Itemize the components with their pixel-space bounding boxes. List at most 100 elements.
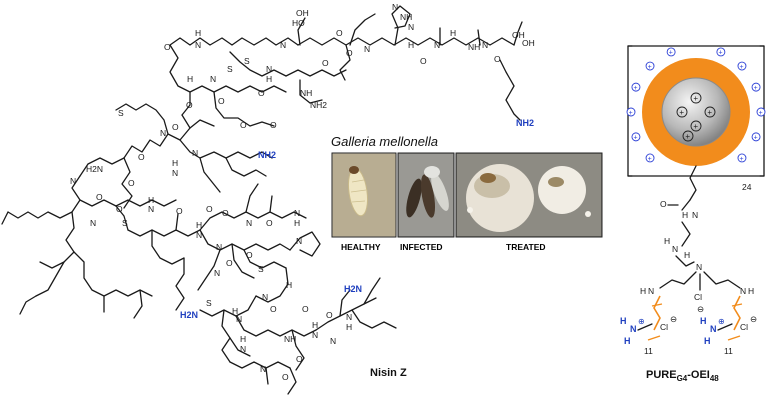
atom-label: N — [296, 236, 302, 246]
amine-label: H2N — [344, 284, 362, 294]
atom-label: N — [236, 314, 242, 324]
outer-charge-mark — [626, 107, 636, 117]
atom-label: H — [187, 74, 193, 84]
atom-label: NH2 — [310, 100, 327, 110]
nisin-name: Nisin Z — [370, 367, 407, 379]
atom-label: O — [138, 152, 145, 162]
amine-label: NH2 — [516, 118, 534, 128]
minus-sign: ⊖ — [670, 314, 677, 324]
atom-label: N — [330, 336, 336, 346]
inner-charge-sign: + — [707, 108, 712, 117]
atom-label: S — [206, 298, 212, 308]
atom-label: H — [195, 28, 201, 38]
np-atom: N — [740, 286, 746, 296]
atom-label: S — [258, 264, 264, 274]
atom-label: N — [192, 148, 198, 158]
np-atom: N — [692, 210, 698, 220]
photos-title: Galleria mellonella — [331, 134, 438, 149]
atom-label: H — [294, 218, 300, 228]
atom-label: N — [260, 364, 266, 374]
atom-label: N — [294, 208, 300, 218]
atom-label: O — [266, 218, 273, 228]
atom-label: NH — [300, 88, 312, 98]
inner-charge-sign: + — [693, 94, 698, 103]
atom-label: HO — [292, 18, 305, 28]
np-atom: H — [640, 286, 646, 296]
outer-charge-sign: + — [759, 110, 763, 117]
atom-label: O — [420, 56, 427, 66]
atom-label: O — [226, 258, 233, 268]
inner-charges: +++++ — [676, 92, 716, 142]
atom-label: O — [326, 310, 333, 320]
atom-label: N — [210, 74, 216, 84]
atom-label: H2N — [86, 164, 103, 174]
atom-label: N — [70, 176, 76, 186]
outer-charge-sign: + — [629, 110, 633, 117]
polymer-segment-right — [733, 295, 741, 331]
np-atom: N — [672, 244, 678, 254]
repeat-left: 11 — [644, 346, 653, 356]
nanoparticle-name: PUREG4-OEI48 — [646, 369, 719, 383]
outer-charge-sign: + — [754, 135, 758, 142]
core — [661, 77, 731, 147]
atom-label: N — [196, 230, 202, 240]
atom-label: O — [240, 120, 247, 130]
treated-cocoon — [466, 164, 534, 232]
atom-label: N — [346, 312, 352, 322]
label-treated: TREATED — [506, 242, 546, 252]
np-atom: H — [684, 250, 690, 260]
atom-label: N — [214, 268, 220, 278]
np-counterion: Cl — [694, 292, 702, 302]
atom-label: O — [346, 48, 353, 58]
plus-sign-right: ⊕ — [718, 317, 725, 326]
atom-label: O — [172, 122, 179, 132]
name-main: PURE — [646, 369, 677, 381]
atom-label: O — [258, 88, 265, 98]
atom-label: O — [206, 204, 213, 214]
atom-label: O — [282, 372, 289, 382]
np-atom: H — [664, 236, 670, 246]
inner-charge-sign: + — [685, 132, 690, 141]
atom-label: S — [244, 56, 250, 66]
atom-label: H — [240, 334, 246, 344]
atom-label: NH — [284, 334, 296, 344]
atom-label: N — [148, 204, 154, 214]
atom-label: N — [434, 40, 440, 50]
np-counterion-left: Cl — [660, 322, 668, 332]
atom-label: S — [118, 108, 124, 118]
np-atom: O — [660, 199, 667, 209]
atom-label: H — [286, 280, 292, 290]
outer-charge-mark — [666, 47, 676, 57]
atom-label: H — [346, 322, 352, 332]
atom-label: H — [172, 158, 178, 168]
atom-label: H — [266, 74, 272, 84]
atom-label: H — [232, 306, 238, 316]
atom-label: N — [240, 344, 246, 354]
outer-charge-sign: + — [740, 64, 744, 71]
atom-label: O — [494, 54, 501, 64]
atom-label: O — [270, 120, 277, 130]
outer-charge-mark — [756, 107, 766, 117]
atom-label: O — [116, 204, 123, 214]
np-counterion-right: Cl — [740, 322, 748, 332]
np-atom: N — [648, 286, 654, 296]
outer-charge-mark — [645, 61, 655, 71]
repeat-right: 11 — [724, 346, 733, 356]
inner-charge-mark — [676, 106, 688, 118]
np-atom: H — [624, 336, 631, 346]
infected-larva — [406, 178, 422, 218]
atom-label: O — [164, 42, 171, 52]
nisin-structure: O H N S OH N N O NH H H HO O O N O NH N … — [1, 2, 535, 395]
atom-label: O — [246, 250, 253, 260]
atom-label: O — [128, 178, 135, 188]
atom-label: NH — [468, 42, 480, 52]
np-atom: N — [630, 324, 637, 334]
name-sub-b: 48 — [710, 374, 719, 383]
np-atom: H — [748, 286, 754, 296]
atom-label: O — [302, 304, 309, 314]
np-atom: H — [700, 316, 707, 326]
polymer-segment-left — [653, 295, 661, 331]
nanoparticle-structure: 24 +++++ ++++++++++++ O N H N H N H Cl — [620, 45, 766, 383]
outer-charges: ++++++++++++ — [626, 47, 766, 163]
name-mid: -OEI — [687, 369, 710, 381]
